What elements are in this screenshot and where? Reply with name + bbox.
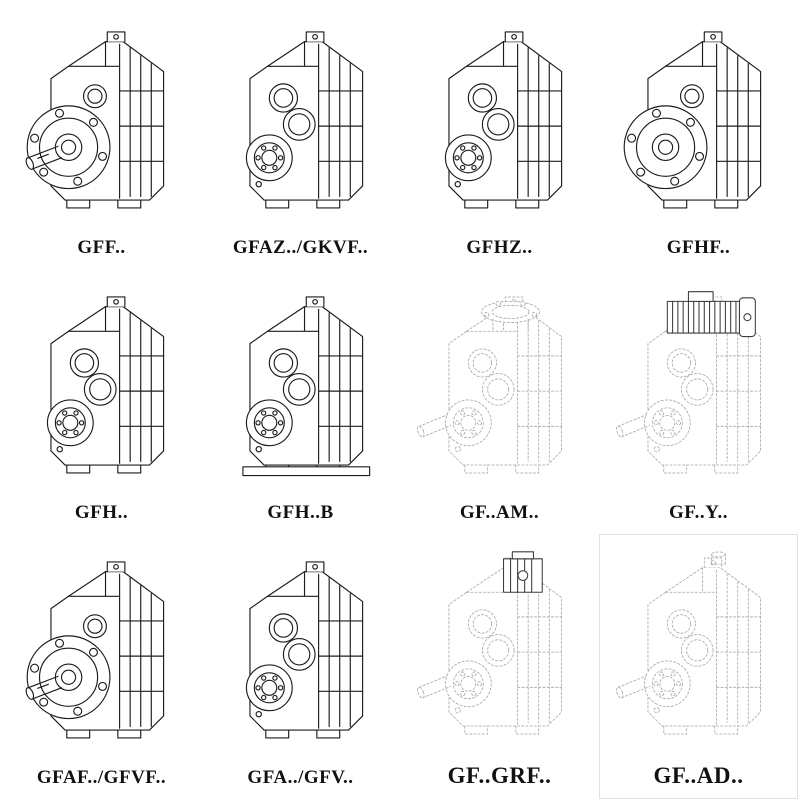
model-label: GFAF../GFVF.. — [36, 767, 167, 788]
gearbox-twin-bore-baseplate-drawing — [213, 286, 389, 498]
model-label: GFA../GFV.. — [247, 767, 354, 788]
catalog-cell-gf-y: GF..Y.. — [599, 269, 798, 534]
gearbox-ghost-motor-drawing — [611, 286, 787, 498]
gearbox-twin-bore-drawing — [14, 286, 190, 498]
catalog-cell-gf-ad: GF..AD.. — [599, 534, 798, 799]
gearbox-twin-bore-drawing — [213, 551, 389, 763]
model-label: GF..AD.. — [653, 763, 744, 788]
model-label: GFHF.. — [666, 237, 731, 258]
gearbox-flange-hollow-drawing — [611, 21, 787, 233]
catalog-cell-gfaz-gkvf: GFAZ../GKVF.. — [201, 4, 400, 269]
model-label: GF..GRF.. — [447, 763, 552, 788]
gearbox-twin-bore-drawing — [213, 21, 389, 233]
catalog-cell-gfaf-gfvf: GFAF../GFVF.. — [2, 534, 201, 799]
catalog-cell-gfh-b: GFH..B — [201, 269, 400, 534]
gearbox-ghost-adapter-drawing — [412, 547, 588, 759]
model-label: GF..AM.. — [459, 502, 540, 523]
gearbox-ghost-top-flange-drawing — [412, 286, 588, 498]
catalog-cell-gf-am: GF..AM.. — [400, 269, 599, 534]
model-label: GFH..B — [267, 502, 334, 523]
gearbox-flange-shaft-drawing — [14, 551, 190, 763]
catalog-cell-gfhf: GFHF.. — [599, 4, 798, 269]
model-label: GF..Y.. — [668, 502, 729, 523]
gearbox-twin-bore-drawing — [412, 21, 588, 233]
catalog-cell-gfh: GFH.. — [2, 269, 201, 534]
gearbox-flange-shaft-drawing — [14, 21, 190, 233]
model-label: GFHZ.. — [466, 237, 533, 258]
catalog-cell-gff: GFF.. — [2, 4, 201, 269]
model-label: GFH.. — [74, 502, 129, 523]
model-label: GFF.. — [77, 237, 126, 258]
catalog-cell-gfhz: GFHZ.. — [400, 4, 599, 269]
gearbox-ghost-input-shaft-drawing — [611, 547, 787, 759]
model-label: GFAZ../GKVF.. — [232, 237, 369, 258]
catalog-cell-gf-grf: GF..GRF.. — [400, 534, 599, 799]
catalog-cell-gfa-gfv: GFA../GFV.. — [201, 534, 400, 799]
